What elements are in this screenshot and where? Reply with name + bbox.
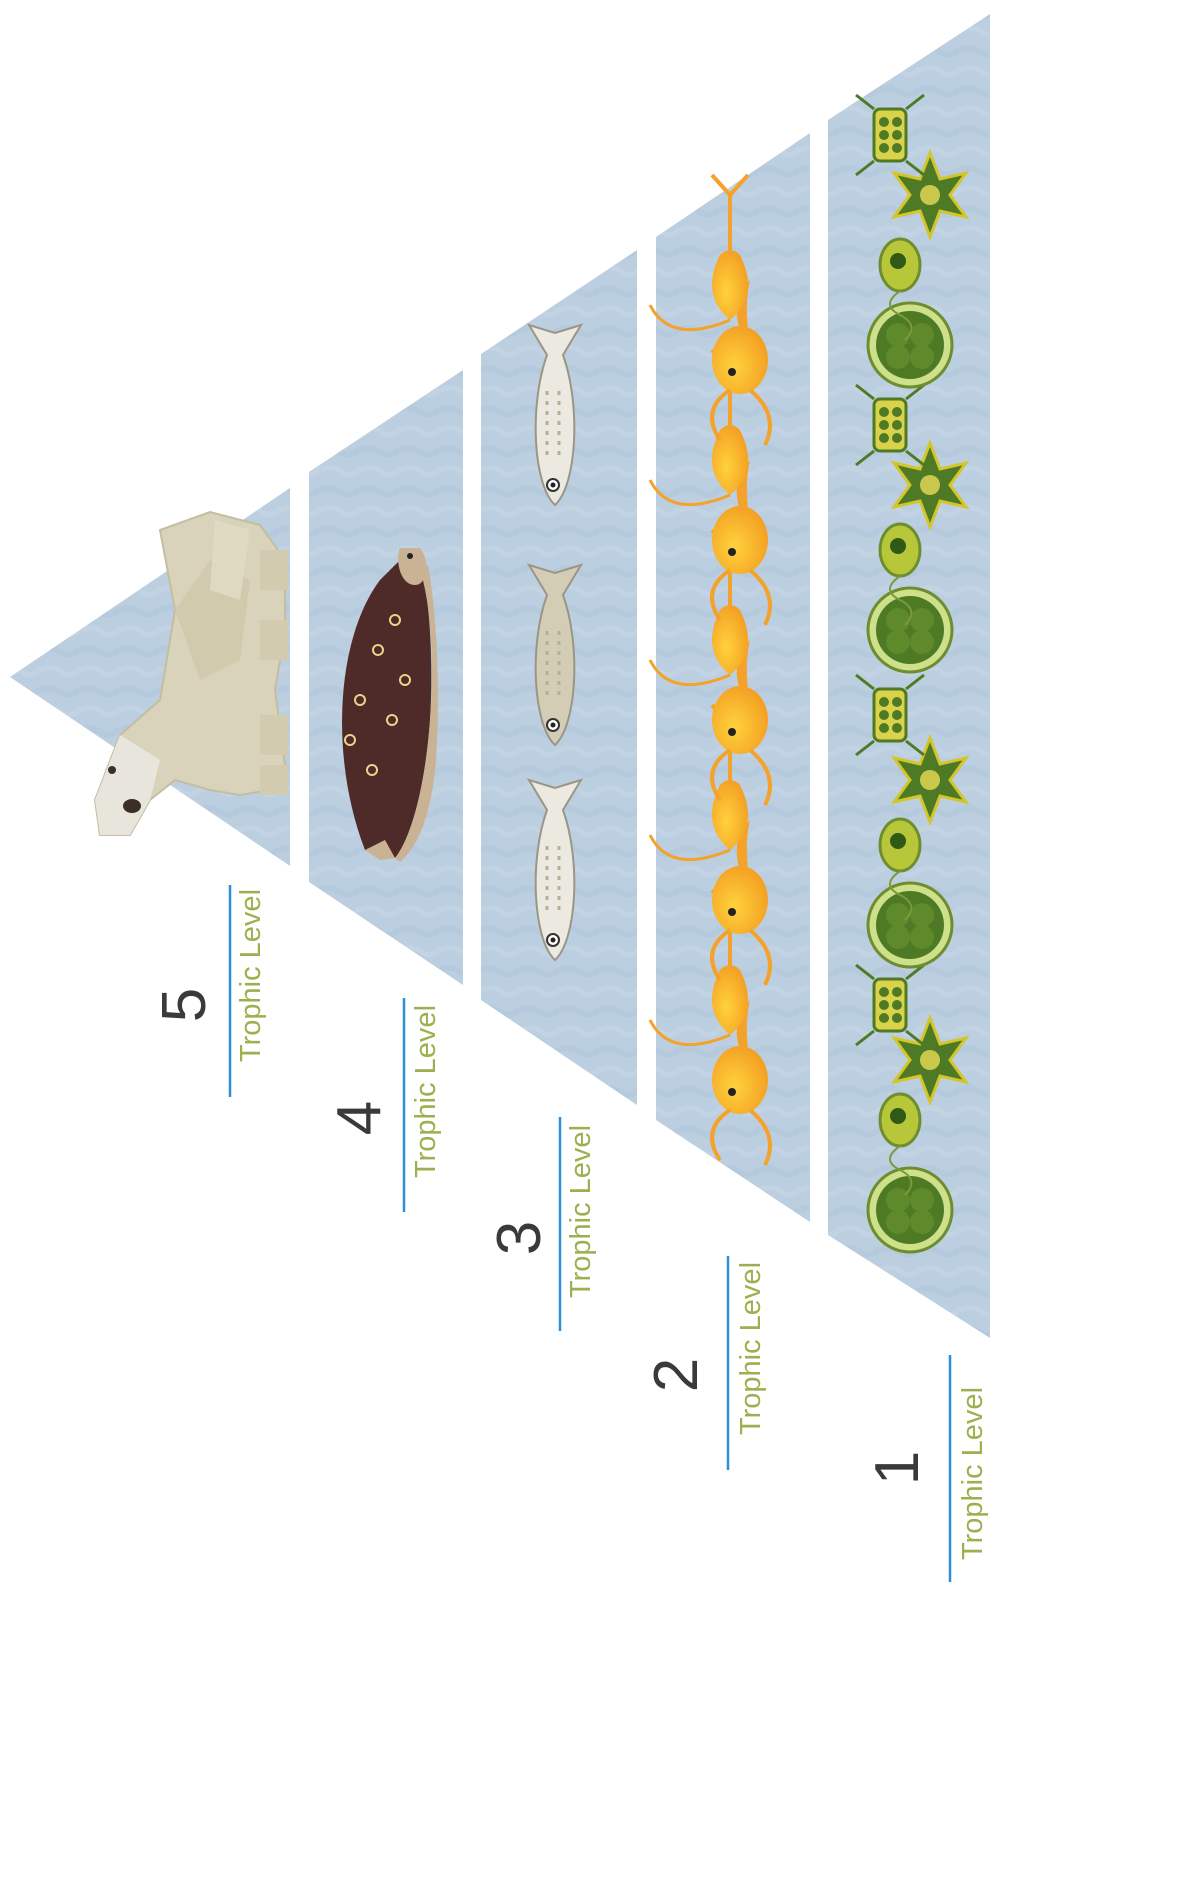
phytoplankton-colony-3 bbox=[868, 588, 952, 672]
level-number-2: 2 bbox=[642, 1358, 711, 1392]
level-label-5: 5 Trophic Level bbox=[150, 885, 267, 1097]
pyramid-tiers bbox=[10, 14, 990, 1338]
level-number-1: 1 bbox=[863, 1451, 932, 1485]
level-label-2: 2 Trophic Level bbox=[642, 1256, 767, 1470]
level-label-text-1: Trophic Level bbox=[957, 1387, 989, 1560]
level-number-5: 5 bbox=[150, 988, 219, 1022]
phytoplankton-colony-2 bbox=[868, 883, 952, 967]
level-label-text-2: Trophic Level bbox=[735, 1262, 767, 1435]
fish-group bbox=[529, 325, 581, 960]
level-label-4: 4 Trophic Level bbox=[325, 998, 442, 1212]
level-label-text-3: Trophic Level bbox=[565, 1125, 597, 1298]
level-number-4: 4 bbox=[325, 1101, 394, 1135]
level-label-text-4: Trophic Level bbox=[410, 1005, 442, 1178]
phytoplankton-colony-1 bbox=[868, 1168, 952, 1252]
phytoplankton-colony-4 bbox=[868, 303, 952, 387]
level-label-text-5: Trophic Level bbox=[235, 889, 267, 1062]
level-number-3: 3 bbox=[485, 1221, 554, 1255]
level-label-3: 3 Trophic Level bbox=[485, 1117, 597, 1331]
level-label-1: 1 Trophic Level bbox=[863, 1355, 989, 1582]
